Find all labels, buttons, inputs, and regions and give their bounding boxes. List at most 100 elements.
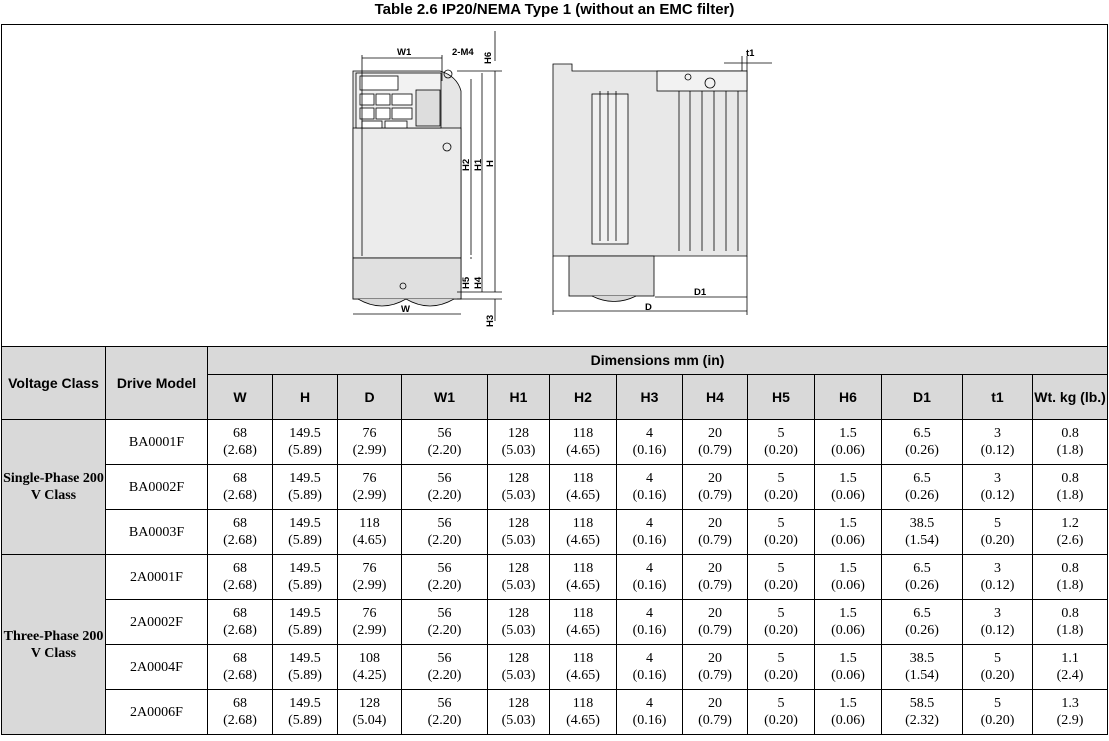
label-t1: t1 xyxy=(746,48,755,59)
dimension-cell: 20(0.79) xyxy=(682,689,748,735)
value-in: (2.20) xyxy=(427,713,462,728)
value-in: (2.68) xyxy=(223,623,257,638)
value-mm: 6.5 xyxy=(913,426,931,441)
dimension-cell: 149.5(5.89) xyxy=(272,554,338,600)
value-in: (1.54) xyxy=(905,533,939,548)
value-in: (0.16) xyxy=(632,533,667,548)
dimension-cell: 56(2.20) xyxy=(401,464,488,510)
value-mm: 56 xyxy=(437,651,452,666)
dimension-cell: 128(5.03) xyxy=(487,644,550,690)
value-mm: 118 xyxy=(572,651,594,666)
value-mm: 128 xyxy=(508,606,529,621)
label-h2: H2 xyxy=(461,159,472,171)
dimension-cell: 68(2.68) xyxy=(207,419,273,465)
label-h6: H6 xyxy=(483,52,494,64)
value-mm: 4 xyxy=(646,426,653,441)
dimension-cell: 5 (0.20) xyxy=(747,509,815,555)
value-mm: 1.5 xyxy=(839,606,857,621)
dimension-cell: 1.5(0.06) xyxy=(814,644,882,690)
value-in: (2.20) xyxy=(427,668,462,683)
value-mm: 76 xyxy=(362,606,377,621)
value-in: (2.20) xyxy=(427,443,462,458)
value-mm: 118 xyxy=(572,516,594,531)
label-h3: H3 xyxy=(485,315,496,327)
value-mm: 20 xyxy=(708,426,722,441)
drive-model-cell: 2A0002F xyxy=(105,599,208,645)
value-in: (4.65) xyxy=(352,533,387,548)
value-mm: 4 xyxy=(646,606,653,621)
value-in: (4.65) xyxy=(566,443,600,458)
value-in: (1.8) xyxy=(1056,443,1084,458)
value-mm: 4 xyxy=(646,696,653,711)
value-in: (0.12) xyxy=(980,488,1015,503)
value-mm: 6.5 xyxy=(913,606,931,621)
value-in: (0.06) xyxy=(831,488,865,503)
label-d: D xyxy=(645,302,652,313)
dimension-cell: 1.3(2.9) xyxy=(1031,689,1109,735)
value-in: (0.79) xyxy=(698,623,732,638)
value-in: (0.20) xyxy=(980,668,1015,683)
label-h5: H5 xyxy=(461,276,472,289)
column-header-h3: H3 xyxy=(616,374,683,420)
dimension-cell: 1.5(0.06) xyxy=(814,689,882,735)
side-view xyxy=(552,56,772,315)
dimension-cell: 0.8(1.8) xyxy=(1031,464,1109,510)
column-header-h6: H6 xyxy=(814,374,882,420)
dimension-cell: 20(0.79) xyxy=(682,644,748,690)
dimension-cell: 149.5(5.89) xyxy=(272,464,338,510)
dimension-cell: 76(2.99) xyxy=(337,419,402,465)
dimension-cell: 5(0.20) xyxy=(747,689,815,735)
drive-model-cell: 2A0001F xyxy=(105,554,208,600)
value-in: (0.06) xyxy=(831,578,865,593)
dimension-cell: 118 (4.65) xyxy=(549,419,617,465)
value-in: (2.32) xyxy=(905,713,939,728)
column-header-h1: H1 xyxy=(487,374,550,420)
dimension-cell: 76(2.99) xyxy=(337,464,402,510)
value-in: (5.04) xyxy=(352,713,387,728)
value-in: (0.06) xyxy=(831,533,865,548)
dimension-cell: 149.5(5.89) xyxy=(272,599,338,645)
value-in: (0.16) xyxy=(632,668,667,683)
value-mm: 118 xyxy=(572,561,594,576)
value-mm: 68 xyxy=(233,696,247,711)
value-mm: 4 xyxy=(646,471,653,486)
dimension-cell: 68(2.68) xyxy=(207,509,273,555)
value-mm: 4 xyxy=(646,561,653,576)
dimension-cell: 128(5.03) xyxy=(487,419,550,465)
dimension-cell: 1.5 (0.06) xyxy=(814,599,882,645)
value-in: (2.20) xyxy=(427,488,462,503)
value-in: (0.06) xyxy=(831,623,865,638)
value-mm: 38.5 xyxy=(909,651,935,666)
value-in: (5.89) xyxy=(288,488,322,503)
dimension-cell: 68(2.68) xyxy=(207,689,273,735)
value-mm: 1.5 xyxy=(839,471,857,486)
value-in: (0.12) xyxy=(980,578,1015,593)
dimension-cell: 56(2.20) xyxy=(401,419,488,465)
value-in: (5.03) xyxy=(501,443,536,458)
value-in: (2.68) xyxy=(223,488,257,503)
value-in: (1.8) xyxy=(1056,488,1084,503)
dimension-cell: 4(0.16) xyxy=(616,554,683,600)
dimension-cell: 118(4.65) xyxy=(549,509,617,555)
voltage-class-cell: Single-Phase 200 V Class xyxy=(1,419,106,555)
value-in: (0.20) xyxy=(764,533,798,548)
value-in: (1.54) xyxy=(905,668,939,683)
value-mm: 5 xyxy=(777,516,785,531)
value-in: (0.79) xyxy=(698,533,732,548)
value-in: (4.65) xyxy=(566,713,600,728)
dimension-cell: 5(0.20) xyxy=(962,509,1033,555)
label-h: H xyxy=(485,160,496,167)
dimension-cell: 1.5 (0.06) xyxy=(814,464,882,510)
value-mm: 118 xyxy=(572,426,594,441)
value-in: (0.20) xyxy=(764,578,798,593)
dimension-cell: 149.5(5.89) xyxy=(272,419,338,465)
value-mm: 68 xyxy=(233,426,247,441)
value-in: (0.20) xyxy=(764,488,798,503)
value-in: (0.26) xyxy=(905,578,939,593)
label-h4: H4 xyxy=(473,276,484,289)
value-mm: 128 xyxy=(508,651,529,666)
